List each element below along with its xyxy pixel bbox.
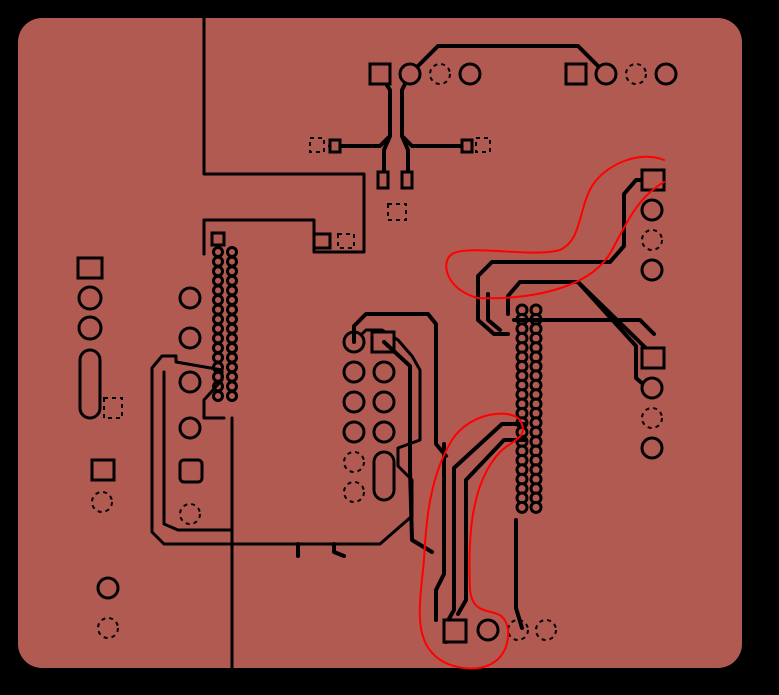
header-pin (529, 500, 543, 514)
header-pin (212, 294, 224, 306)
header-pin (212, 322, 224, 335)
annotation-loop-bottom (418, 412, 524, 670)
header-pin (515, 500, 529, 514)
left-pour-cut-2 (162, 370, 234, 532)
header-pin (226, 265, 238, 278)
header-pin (226, 255, 238, 268)
center-header (342, 330, 396, 503)
header-pin (212, 255, 224, 268)
header-pin (212, 303, 224, 316)
header-pin (226, 294, 238, 306)
header-pin (226, 274, 238, 287)
header-pin (226, 380, 238, 393)
header-pin (226, 246, 238, 258)
annotations (418, 155, 665, 670)
header-pin (212, 246, 224, 258)
header-pin (212, 313, 224, 326)
left-header (178, 286, 204, 525)
annotation-loop-top-right (445, 155, 665, 300)
header-pin (212, 390, 224, 402)
header-pin (226, 370, 238, 383)
header-pin (226, 332, 238, 345)
header-pin (226, 322, 238, 335)
header-pin (212, 284, 224, 297)
header-pin (226, 342, 238, 354)
center-traces (296, 312, 448, 558)
header-pin (226, 313, 238, 326)
header-pin (226, 284, 238, 297)
left-pour-cut (150, 328, 422, 546)
top-pads (309, 62, 678, 221)
header-pin (226, 390, 238, 402)
header-left-double (210, 231, 238, 402)
mid-pads (312, 232, 355, 250)
header-pin (226, 351, 238, 364)
header-pin (212, 342, 224, 354)
header-pin (226, 303, 238, 316)
header-pin (212, 332, 224, 345)
right-traces (434, 178, 656, 644)
header-pin (212, 351, 224, 364)
bottom-connector (442, 618, 557, 644)
header-pin (212, 274, 224, 287)
header-pin (226, 361, 238, 374)
header-right-double (515, 303, 543, 514)
left-connector (76, 256, 123, 639)
header-pin (212, 265, 224, 278)
